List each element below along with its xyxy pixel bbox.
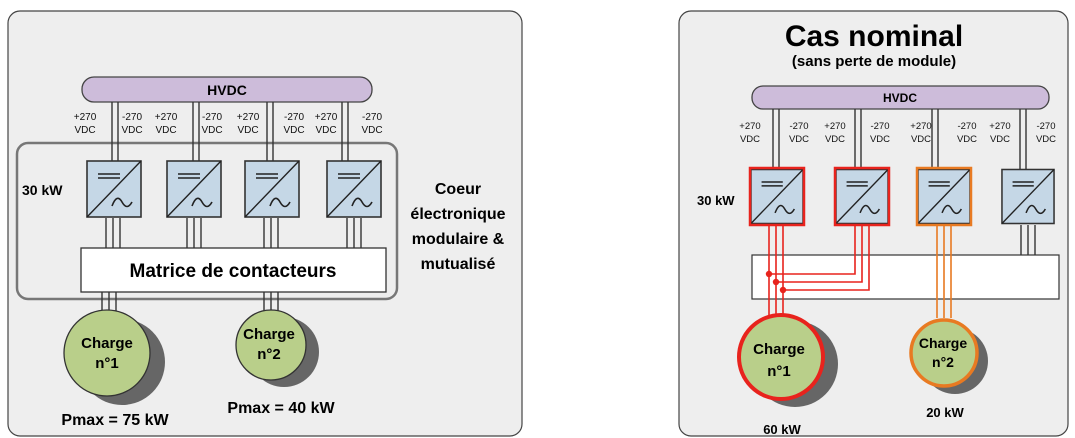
right-subtitle: (sans perte de module) xyxy=(792,53,956,70)
voltage-label: VDC xyxy=(155,125,176,136)
voltage-label: VDC xyxy=(870,134,890,145)
left-load-1 xyxy=(63,309,151,397)
converter-icon xyxy=(835,168,889,225)
voltage-label: VDC xyxy=(911,134,931,145)
voltage-label: +270 xyxy=(824,121,845,132)
left-load-1-number: n°1 xyxy=(95,355,119,372)
left-contactor-matrix xyxy=(80,247,387,293)
left-dc-wires xyxy=(111,102,349,164)
left-hvdc-bus xyxy=(81,76,373,103)
right-load-2-power: 20 kW xyxy=(926,405,964,420)
voltage-label: VDC xyxy=(825,134,845,145)
voltage-label: +270 xyxy=(237,112,260,123)
right-hvdc-bus xyxy=(751,85,1050,110)
voltage-label: VDC xyxy=(990,134,1010,145)
voltage-label: VDC xyxy=(201,125,222,136)
left-load-1-label: Charge xyxy=(81,335,133,352)
voltage-label: VDC xyxy=(74,125,95,136)
right-load-1-power: 60 kW xyxy=(763,422,801,437)
voltage-label: VDC xyxy=(315,125,336,136)
right-dc-wires xyxy=(772,109,1027,170)
left-voltage-labels: +270 VDC -270 VDC +270 VDC -270 VDC +270… xyxy=(74,112,383,136)
right-panel: Cas nominal (sans perte de module) HVDC … xyxy=(678,10,1069,437)
converter-icon xyxy=(326,160,382,218)
converter-icon xyxy=(1001,168,1055,225)
voltage-label: +270 xyxy=(315,112,338,123)
voltage-label: -270 xyxy=(789,121,808,132)
voltage-label: -270 xyxy=(1036,121,1055,132)
voltage-label: -270 xyxy=(362,112,382,123)
converter-icon xyxy=(917,168,971,225)
left-load-2-label: Charge xyxy=(243,326,295,343)
right-title: Cas nominal xyxy=(785,20,963,53)
converter-icon xyxy=(750,168,804,225)
core-label-line: Coeur xyxy=(435,181,481,198)
voltage-label: -270 xyxy=(202,112,222,123)
voltage-label: VDC xyxy=(957,134,977,145)
left-ac-wires xyxy=(105,218,362,248)
left-load-2-number: n°2 xyxy=(257,346,281,363)
voltage-label: +270 xyxy=(910,121,931,132)
right-load-2-number: n°2 xyxy=(932,354,954,370)
voltage-label: VDC xyxy=(283,125,304,136)
converter-icon xyxy=(244,160,300,218)
voltage-label: VDC xyxy=(361,125,382,136)
converter-icon xyxy=(166,160,222,218)
left-power-label: 30 kW xyxy=(22,182,63,198)
right-voltage-labels: +270 VDC -270 VDC +270 VDC -270 VDC +270… xyxy=(739,121,1056,145)
voltage-label: VDC xyxy=(740,134,760,145)
right-red-routing xyxy=(768,225,870,325)
left-load-2 xyxy=(235,309,307,381)
left-core-frame xyxy=(15,141,399,301)
right-hvdc-label: HVDC xyxy=(883,91,917,105)
right-red-junctions xyxy=(765,270,787,294)
left-pmax-1: Pmax = 75 kW xyxy=(61,412,169,429)
right-load-1-label: Charge xyxy=(753,341,805,358)
voltage-label: -270 xyxy=(284,112,304,123)
left-panel: HVDC +270 VDC -270 VDC +270 VDC -270 VDC… xyxy=(7,10,523,437)
core-label-line: électronique xyxy=(410,206,505,223)
right-load-1 xyxy=(737,313,825,401)
core-label-line: modulaire & xyxy=(412,231,505,248)
voltage-label: +270 xyxy=(989,121,1010,132)
voltage-label: VDC xyxy=(1036,134,1056,145)
right-idle-wires xyxy=(1020,225,1036,255)
right-orange-routing xyxy=(936,225,952,318)
converter-highlight-red xyxy=(748,166,806,227)
left-core-label: Coeur électronique modulaire & mutualisé xyxy=(410,181,505,273)
left-matrix-label: Matrice de contacteurs xyxy=(130,261,337,282)
voltage-label: -270 xyxy=(957,121,976,132)
voltage-label: +270 xyxy=(74,112,97,123)
left-pmax-2: Pmax = 40 kW xyxy=(227,400,335,417)
voltage-label: -270 xyxy=(870,121,889,132)
voltage-label: +270 xyxy=(155,112,178,123)
right-power-label: 30 kW xyxy=(697,193,735,208)
core-label-line: mutualisé xyxy=(421,256,496,273)
converter-icon xyxy=(86,160,142,218)
voltage-label: VDC xyxy=(237,125,258,136)
voltage-label: +270 xyxy=(739,121,760,132)
voltage-label: VDC xyxy=(789,134,809,145)
right-load-2-label: Charge xyxy=(919,335,967,351)
left-hvdc-label: HVDC xyxy=(207,82,247,98)
right-contactor-matrix xyxy=(751,254,1060,300)
voltage-label: -270 xyxy=(122,112,142,123)
right-load-1-number: n°1 xyxy=(767,363,791,380)
voltage-label: VDC xyxy=(121,125,142,136)
right-load-2 xyxy=(909,318,979,388)
